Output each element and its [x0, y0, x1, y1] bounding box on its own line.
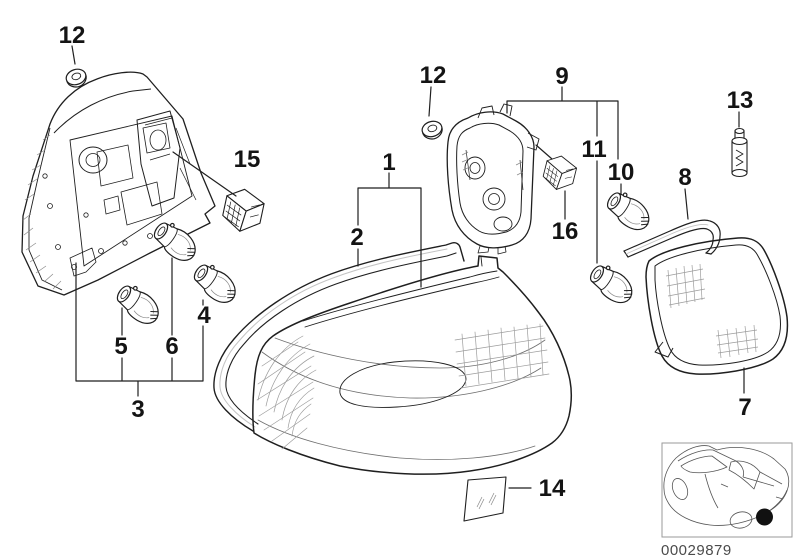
leader-15 — [172, 151, 237, 197]
callout-12-left[interactable]: 12 — [59, 22, 86, 49]
leader-12-left — [71, 45, 76, 65]
callout-10[interactable]: 10 — [608, 159, 635, 186]
callout-6[interactable]: 6 — [165, 333, 178, 360]
callout-13[interactable]: 13 — [727, 87, 754, 114]
bulb-carrier-housing-left — [21, 71, 216, 296]
callout-9[interactable]: 9 — [555, 63, 568, 90]
callout-11[interactable]: 11 — [581, 136, 606, 163]
callout-4[interactable]: 4 — [197, 302, 211, 329]
callout-15[interactable]: 15 — [234, 146, 261, 173]
callout-lines — [71, 45, 745, 489]
callout-7[interactable]: 7 — [738, 394, 751, 421]
bulb-11 — [584, 259, 640, 309]
leader-8 — [684, 188, 689, 220]
bulb-socket-connector-15 — [219, 185, 267, 236]
grommet-left — [63, 66, 90, 91]
bulb-10 — [601, 186, 657, 236]
bulb-6 — [148, 216, 203, 267]
lens-grid-lower-left — [256, 335, 317, 450]
inner-tail-light-lens — [645, 237, 789, 375]
inner-lens-grid-bottom — [715, 324, 759, 359]
callout-8[interactable]: 8 — [678, 164, 691, 191]
callout-1[interactable]: 1 — [382, 149, 395, 176]
bulb-5 — [111, 279, 166, 330]
car-locator-box — [661, 442, 793, 538]
grommet-center — [419, 118, 445, 142]
bracket-1-2 — [357, 172, 422, 288]
leader-12-center — [428, 86, 432, 117]
outer-lens-gasket — [213, 242, 465, 432]
bulb-socket-connector-16 — [540, 152, 579, 194]
bracket-3 — [75, 257, 204, 397]
festoon-bulb-13 — [731, 127, 748, 178]
callout-14[interactable]: 14 — [539, 475, 566, 502]
bulb-carrier-housing-center — [446, 103, 540, 255]
lens-grid-right — [454, 323, 550, 389]
diagram-number: 00029879 — [661, 542, 732, 559]
bracket-9-10-11 — [506, 86, 622, 264]
inner-lens-grid-top — [665, 263, 706, 309]
callout-2[interactable]: 2 — [350, 224, 363, 251]
leader-16 — [535, 144, 566, 220]
car-silhouette — [663, 445, 790, 529]
tail-light-location-dot — [756, 508, 773, 526]
callout-5[interactable]: 5 — [114, 333, 127, 360]
callout-3[interactable]: 3 — [131, 396, 144, 423]
outer-tail-light-lens — [252, 255, 572, 475]
callout-16[interactable]: 16 — [552, 218, 579, 245]
label-sticker-14 — [463, 476, 507, 522]
callout-12-center[interactable]: 12 — [420, 62, 447, 89]
gasket-strip-8 — [623, 219, 721, 258]
bulb-4 — [188, 258, 243, 309]
housing-edge-hatch — [22, 134, 62, 290]
